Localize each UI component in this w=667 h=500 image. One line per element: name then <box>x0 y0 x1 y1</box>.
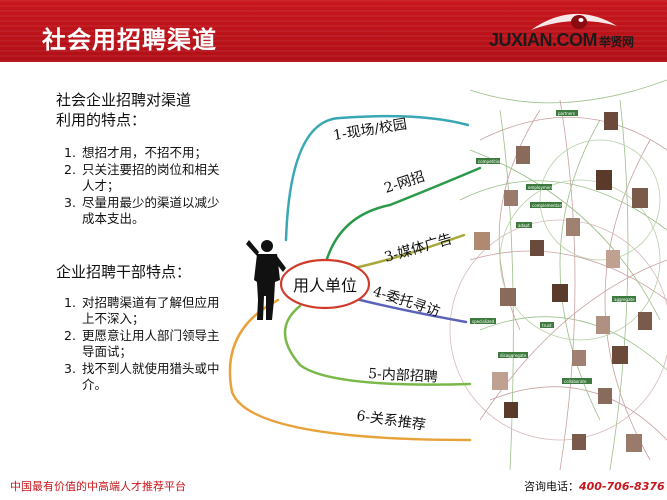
list-item: 2. 只关注要招的岗位和相关人才； <box>56 162 226 194</box>
portrait-photos <box>474 112 652 452</box>
footer-contact-label: 咨询电话： <box>524 480 579 493</box>
portrait-photo <box>504 402 518 418</box>
list-text: 找不到人就使用猎头或中介。 <box>82 361 220 392</box>
tag-partners: partners <box>558 111 575 116</box>
portrait-photo <box>596 316 610 334</box>
footer-phone[interactable]: 400-706-8376 <box>579 480 665 493</box>
list-text: 尽量用最少的渠道以减少成本支出。 <box>82 195 220 226</box>
list-item: 3. 尽量用最少的渠道以减少成本支出。 <box>56 195 226 227</box>
channel-line-1 <box>284 114 470 242</box>
tag-trust: trust <box>542 323 552 328</box>
portrait-photo <box>596 170 612 190</box>
portrait-photo <box>492 372 508 390</box>
tag-collaborate: collaborate <box>564 379 587 384</box>
tag-employment: employment <box>528 185 554 190</box>
portrait-photo <box>638 312 652 330</box>
section-heading-2: 企业招聘干部特点： <box>56 263 192 281</box>
portrait-photo <box>504 190 518 206</box>
channel-line-5 <box>283 304 472 386</box>
tag-disaggregate: disaggregate <box>500 353 527 358</box>
portrait-photo <box>572 350 586 366</box>
center-node-label: 用人单位 <box>293 276 357 295</box>
tag-competition: competition <box>478 159 502 164</box>
channel-label-3: 3-媒体广告 <box>383 231 454 266</box>
portrait-photo <box>606 250 620 268</box>
list-item: 1. 想招才用，不招不用； <box>56 145 226 161</box>
list-number: 3. <box>64 361 76 376</box>
channel-line-4 <box>350 296 468 324</box>
list-number: 1. <box>64 295 76 310</box>
list-number: 2. <box>64 328 76 343</box>
section-heading-1: 社会企业招聘对渠道 利用的特点： <box>56 90 256 130</box>
list-number: 2. <box>64 162 76 177</box>
portrait-photo <box>566 218 580 236</box>
portrait-photo <box>604 112 618 130</box>
header-texture <box>0 0 667 62</box>
channel-line-3 <box>352 233 466 270</box>
tag-specialized: specialized <box>472 319 495 324</box>
portrait-photo <box>500 288 516 306</box>
eye-logo-icon <box>531 13 617 30</box>
channel-diagram: partners competition employment compleme… <box>228 79 667 471</box>
section-heading-1-line1: 社会企业招聘对渠道 <box>56 91 192 109</box>
logo-latin: JUXIAN.COM <box>489 30 598 50</box>
portrait-photo <box>626 434 642 452</box>
channel-label-1: 1-现场/校园 <box>332 116 408 144</box>
channel-label-4: 4-委托寻访 <box>371 284 442 321</box>
list-text: 想招才用，不招不用； <box>82 145 208 160</box>
portrait-photo <box>530 240 544 256</box>
feature-list-1: 1. 想招才用，不招不用； 2. 只关注要招的岗位和相关人才； 3. 尽量用最少的渠道… <box>56 145 226 228</box>
portrait-photo <box>598 388 612 404</box>
list-text: 只关注要招的岗位和相关人才； <box>82 162 220 193</box>
page-title: 社会用招聘渠道 <box>42 25 217 54</box>
list-number: 1. <box>64 145 76 160</box>
list-number: 3. <box>64 195 76 210</box>
portrait-photo <box>552 284 568 302</box>
businessman-silhouette-icon <box>246 240 286 320</box>
feature-list-2: 1. 对招聘渠道有了解但应用上不深入； 2. 更愿意让用人部门领导主导面试； 3. 找… <box>56 295 226 394</box>
section-heading-1-line2: 利用的特点： <box>56 111 147 129</box>
tag-complementary: complementary <box>532 203 564 208</box>
logo-cn: 举贤网 <box>599 35 634 49</box>
channel-line-6 <box>228 298 472 442</box>
channel-label-5: 5-内部招聘 <box>368 366 438 386</box>
portrait-photo <box>632 188 648 208</box>
channel-line-2 <box>324 166 482 264</box>
portrait-photo <box>572 434 586 450</box>
channel-label-6: 6-关系推荐 <box>355 408 426 434</box>
network-graph <box>449 79 667 471</box>
list-text: 对招聘渠道有了解但应用上不深入； <box>82 295 220 326</box>
center-node <box>279 258 371 310</box>
portrait-photo <box>474 232 490 250</box>
portrait-photo <box>516 146 530 164</box>
list-item: 3. 找不到人就使用猎头或中介。 <box>56 361 226 393</box>
list-item: 1. 对招聘渠道有了解但应用上不深入； <box>56 295 226 327</box>
network-tags: partners competition employment compleme… <box>470 110 636 384</box>
tag-adapt: adapt <box>518 223 530 228</box>
footer-contact: 咨询电话：400-706-8376 <box>524 478 665 494</box>
tag-aggregate: aggregate <box>614 297 635 302</box>
portrait-photo <box>612 346 628 364</box>
list-text: 更愿意让用人部门领导主导面试； <box>82 328 220 359</box>
footer-slogan: 中国最有价值的中高端人才推荐平台 <box>10 480 186 493</box>
list-item: 2. 更愿意让用人部门领导主导面试； <box>56 328 226 360</box>
